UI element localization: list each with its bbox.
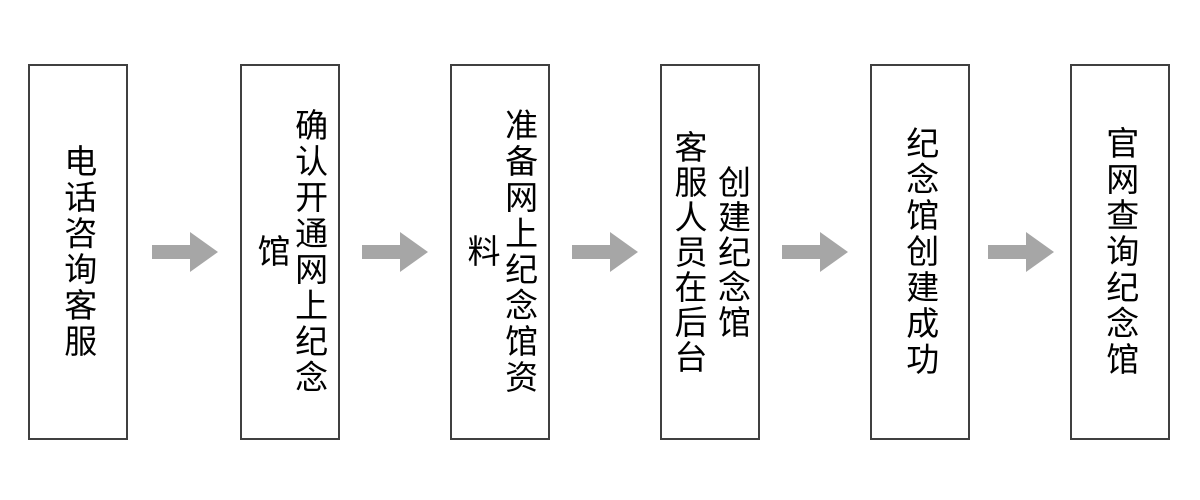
flow-node-3[interactable]: 准备网上纪念馆资料 (450, 64, 550, 440)
flow-arrow-5 (988, 228, 1054, 276)
flow-arrow-1 (152, 228, 218, 276)
flow-node-6-label: 官网查询纪念馆 (1100, 126, 1140, 378)
flow-node-2-label: 确认开通网上纪念馆 (252, 108, 329, 396)
flow-arrow-4 (782, 228, 848, 276)
flow-arrow-3 (572, 228, 638, 276)
flow-node-6[interactable]: 官网查询纪念馆 (1070, 64, 1170, 440)
flow-node-5[interactable]: 纪念馆创建成功 (870, 64, 970, 440)
flow-node-2[interactable]: 确认开通网上纪念馆 (240, 64, 340, 440)
flow-node-3-label: 准备网上纪念馆资料 (462, 108, 539, 396)
flow-node-4[interactable]: 客服人员在后台创建纪念馆 (660, 64, 760, 440)
flow-node-1-label: 电话咨询客服 (58, 144, 98, 360)
flow-node-4-label: 客服人员在后台创建纪念馆 (669, 129, 752, 375)
flow-node-5-label: 纪念馆创建成功 (900, 126, 940, 378)
flow-arrow-2 (362, 228, 428, 276)
flow-node-1[interactable]: 电话咨询客服 (28, 64, 128, 440)
